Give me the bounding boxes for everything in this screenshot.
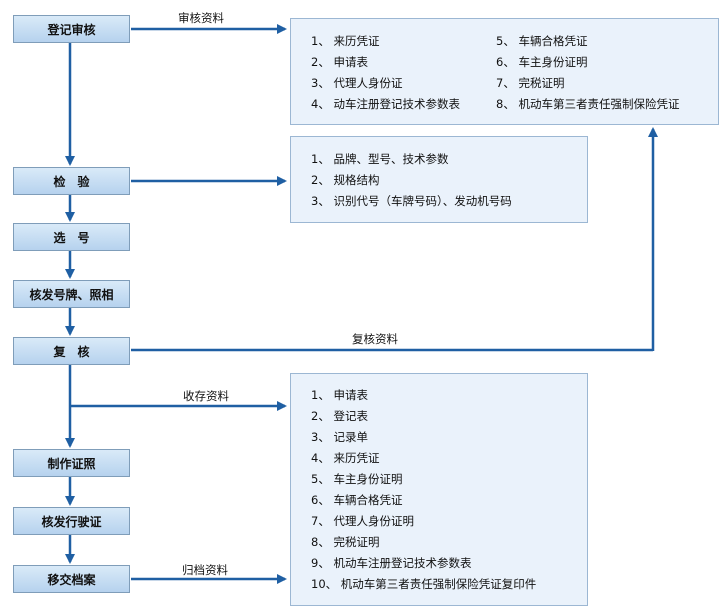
- step-register-review: 登记审核: [13, 15, 130, 43]
- archive-doc-item: 2、 登记表: [311, 409, 368, 423]
- archive-doc-item: 7、 代理人身份证明: [311, 514, 414, 528]
- archive-doc-item: 9、 机动车注册登记技术参数表: [311, 556, 472, 570]
- review-doc-item: 7、 完税证明: [496, 76, 565, 90]
- archive-doc-item: 8、 完税证明: [311, 535, 380, 549]
- review-doc-item: 6、 车主身份证明: [496, 55, 588, 69]
- label-recheck-docs: 复核资料: [352, 332, 398, 346]
- archive-doc-item: 10、 机动车第三者责任强制保险凭证复印件: [311, 577, 537, 591]
- label-storage-docs: 收存资料: [183, 389, 229, 403]
- label-review-docs: 审核资料: [178, 11, 224, 25]
- review-doc-item: 3、 代理人身份证: [311, 76, 403, 90]
- step-make-certificate: 制作证照: [13, 449, 130, 477]
- label-archive-docs: 归档资料: [182, 563, 228, 577]
- archive-doc-item: 1、 申请表: [311, 388, 368, 402]
- review-doc-item: 8、 机动车第三者责任强制保险凭证: [496, 97, 680, 111]
- step-recheck: 复 核: [13, 337, 130, 365]
- archive-doc-item: 6、 车辆合格凭证: [311, 493, 403, 507]
- step-issue-license: 核发行驶证: [13, 507, 130, 535]
- inspection-item: 2、 规格结构: [311, 173, 380, 187]
- review-doc-item: 2、 申请表: [311, 55, 368, 69]
- archive-doc-item: 3、 记录单: [311, 430, 368, 444]
- review-doc-item: 5、 车辆合格凭证: [496, 34, 588, 48]
- step-issue-plate-photo: 核发号牌、照相: [13, 280, 130, 308]
- archive-doc-item: 4、 来历凭证: [311, 451, 380, 465]
- step-transfer-archive: 移交档案: [13, 565, 130, 593]
- step-select-number: 选 号: [13, 223, 130, 251]
- step-inspection: 检 验: [13, 167, 130, 195]
- review-doc-item: 4、 动车注册登记技术参数表: [311, 97, 460, 111]
- panel-archive-documents: 1、 申请表 2、 登记表 3、 记录单 4、 来历凭证 5、 车主身份证明 6…: [290, 373, 588, 606]
- archive-doc-item: 5、 车主身份证明: [311, 472, 403, 486]
- inspection-item: 3、 识别代号（车牌号码）、发动机号码: [311, 194, 512, 208]
- inspection-item: 1、 品牌、型号、技术参数: [311, 152, 449, 166]
- review-doc-item: 1、 来历凭证: [311, 34, 380, 48]
- panel-inspection-items: 1、 品牌、型号、技术参数 2、 规格结构 3、 识别代号（车牌号码）、发动机号…: [290, 136, 588, 223]
- panel-review-documents: 1、 来历凭证 2、 申请表 3、 代理人身份证 4、 动车注册登记技术参数表 …: [290, 18, 719, 125]
